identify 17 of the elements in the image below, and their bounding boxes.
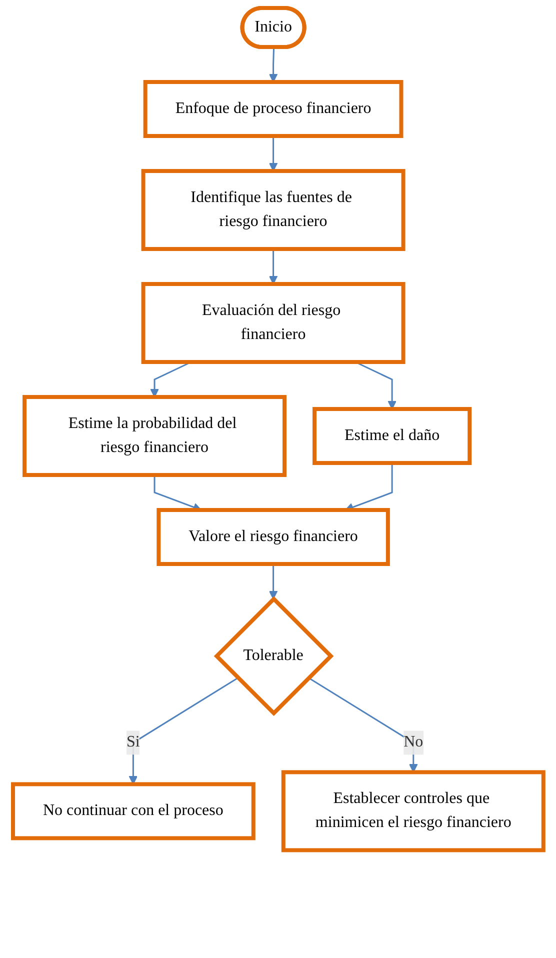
- node-box: Identifique las fuentes de riesgo financiero: [141, 169, 406, 251]
- node-box: Estime la probabilidad del riesgo financiero: [22, 395, 286, 477]
- node-box: Valore el riesgo financiero: [156, 508, 390, 566]
- node-box: No continuar con el proceso: [10, 782, 256, 840]
- node-box: Estime el daño: [312, 407, 472, 465]
- node-diamond: Tolerable: [214, 596, 334, 716]
- node-box: Evaluación del riesgo financiero: [141, 282, 406, 364]
- edge-label: Si: [126, 734, 140, 751]
- arrow: [268, 249, 278, 284]
- arrow: [268, 564, 278, 600]
- edge-label: No: [403, 734, 423, 751]
- arrow: [308, 677, 418, 773]
- node-box: Establecer controles que minimicen el riesgo financiero: [281, 770, 546, 852]
- arrow: [268, 136, 278, 172]
- arrow: [268, 47, 278, 82]
- arrow: [128, 677, 238, 785]
- node-box: Enfoque de proceso financiero: [143, 80, 404, 138]
